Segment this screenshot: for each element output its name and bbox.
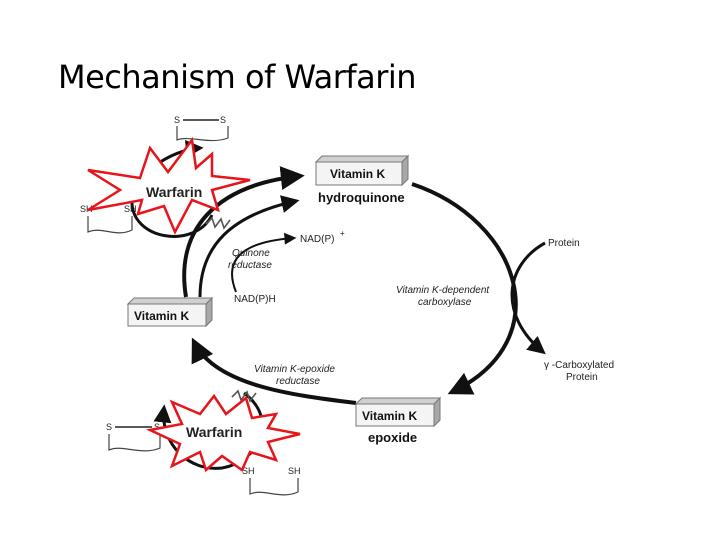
top-spring — [205, 216, 231, 230]
bottom-disulfide: S S — [106, 422, 161, 452]
slide-title: Mechanism of Warfarin — [58, 58, 417, 96]
carboxylated-protein-line-1: γ -Carboxylated — [544, 360, 614, 371]
bottom-dithiol: SH SH — [242, 466, 301, 496]
nadp-plus-superscript: + — [340, 229, 345, 238]
svg-text:SH: SH — [288, 466, 301, 476]
svg-text:SH: SH — [80, 204, 93, 214]
vitamin-k-epoxide-box: Vitamin K — [354, 396, 442, 428]
protein-label: Protein — [548, 238, 580, 249]
svg-text:SH: SH — [242, 466, 255, 476]
hydroquinone-label: hydroquinone — [318, 190, 405, 205]
arrow-epoxide-to-vitamin-k — [191, 337, 357, 405]
svg-text:S: S — [154, 422, 160, 432]
quinone-reductase-line-1: Quinone — [232, 248, 270, 259]
quinone-reductase-line-2: reductase — [228, 260, 272, 271]
hydroquinone-box-label: Vitamin K — [330, 167, 385, 181]
arrow-protein-to-carboxylated — [510, 241, 546, 355]
epoxide-box-label: Vitamin K — [362, 409, 417, 423]
carboxylated-protein-line-2: Protein — [566, 372, 598, 383]
epoxide-label: epoxide — [368, 430, 417, 445]
top-dithiol: SH SH — [80, 204, 137, 234]
arrow-top-reductase-loop — [130, 139, 214, 238]
arrow-nadph-to-nadp — [231, 232, 297, 293]
vitamin-k-box-label: Vitamin K — [134, 309, 189, 323]
warfarin-label-top: Warfarin — [146, 184, 202, 200]
svg-text:S: S — [174, 115, 180, 125]
nadp-plus-label: NAD(P) — [300, 234, 334, 245]
vitamin-k-hydroquinone-box: Vitamin K — [314, 154, 410, 187]
arrow-vitamin-k-to-hydroquinone — [182, 166, 305, 298]
warfarin-starburst-bottom: Warfarin — [145, 393, 301, 473]
nadph-label: NAD(P)H — [234, 294, 276, 305]
svg-text:S: S — [106, 422, 112, 432]
carboxylase-line-1: Vitamin K-dependent — [396, 285, 490, 296]
vitamin-k-box: Vitamin K — [126, 296, 214, 328]
warfarin-label-bottom: Warfarin — [186, 424, 242, 440]
epoxide-reductase-line-2: reductase — [276, 376, 320, 387]
top-disulfide: S S — [174, 115, 229, 142]
svg-text:S: S — [220, 115, 226, 125]
carboxylase-line-2: carboxylase — [418, 297, 472, 308]
epoxide-reductase-line-1: Vitamin K-epoxide — [254, 364, 335, 375]
svg-text:SH: SH — [124, 204, 137, 214]
arrow-quinone-reductase-secondary — [198, 195, 300, 298]
bottom-spring — [231, 389, 257, 403]
warfarin-starburst-top: Warfarin — [87, 136, 251, 235]
